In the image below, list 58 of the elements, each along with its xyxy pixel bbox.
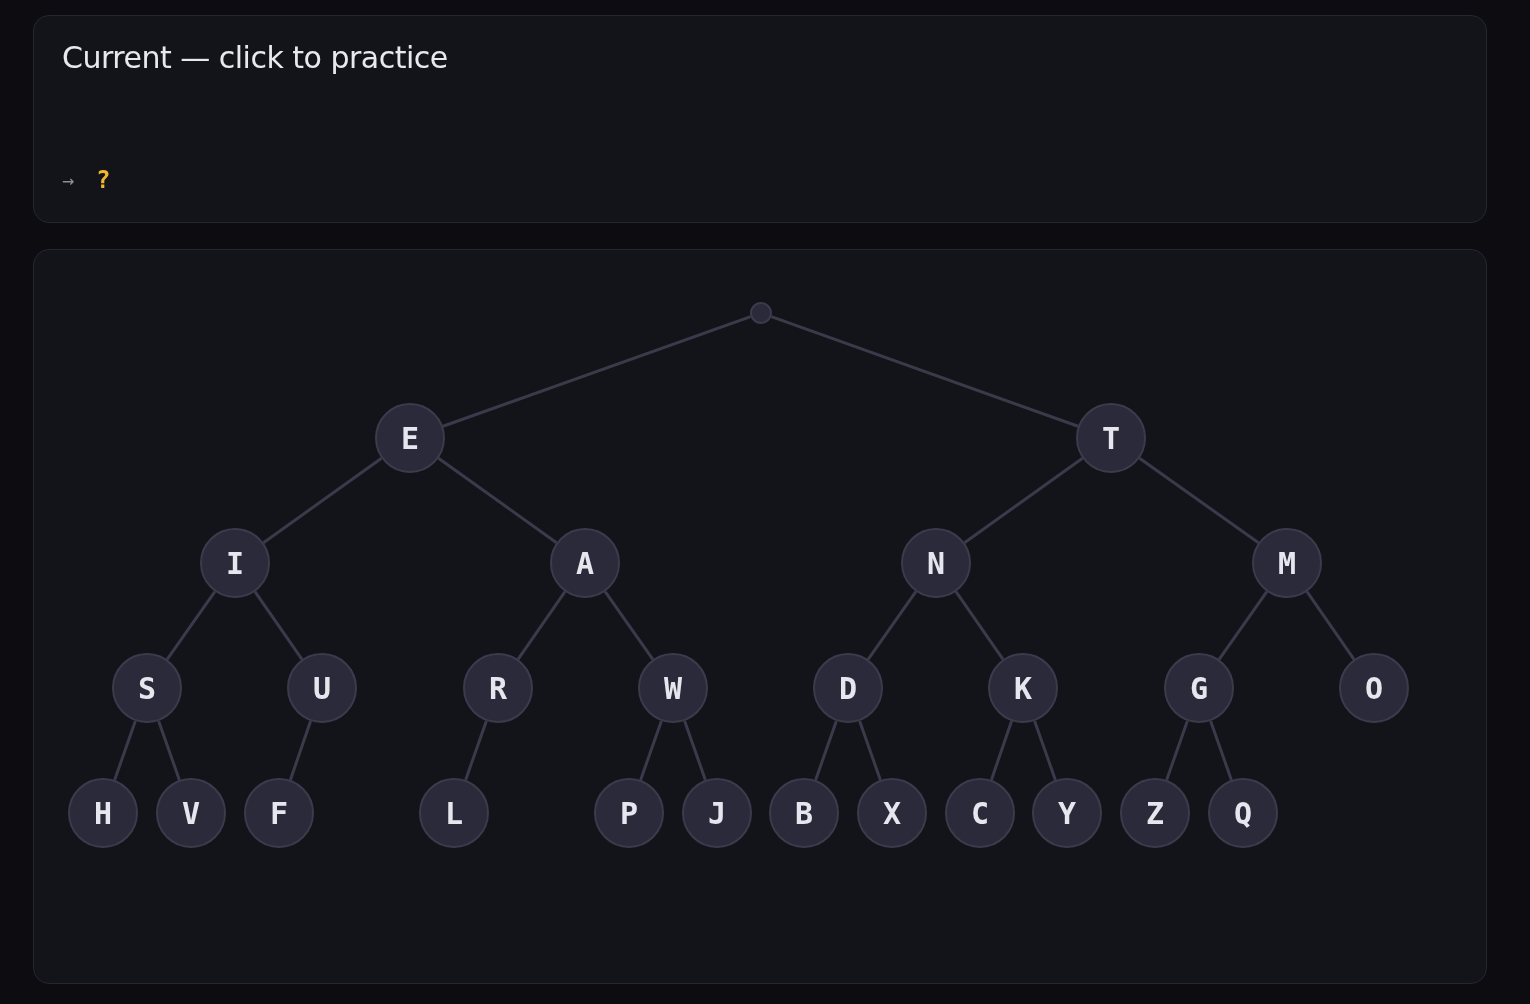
letter-node: U — [287, 653, 357, 723]
status-heading: Current — click to practice — [62, 40, 448, 75]
tree-branch — [603, 590, 655, 661]
letter-node: C — [945, 778, 1015, 848]
letter-node: Q — [1208, 778, 1278, 848]
letter-node: E — [375, 403, 445, 473]
tree-branch — [1209, 720, 1233, 781]
tree-branch — [157, 720, 181, 781]
letter-node: N — [901, 528, 971, 598]
status-card — [33, 15, 1487, 223]
letter-node: D — [813, 653, 883, 723]
letter-node: O — [1339, 653, 1409, 723]
letter-node: G — [1164, 653, 1234, 723]
tree-branch — [437, 457, 558, 544]
letter-node: Z — [1120, 778, 1190, 848]
tree-branch — [442, 315, 752, 428]
tree-branch — [262, 457, 383, 544]
tree-branch — [858, 720, 882, 781]
letter-node: F — [244, 778, 314, 848]
letter-node: M — [1252, 528, 1322, 598]
tree-branch — [866, 590, 918, 661]
tree-branch — [253, 590, 304, 661]
letter-node: S — [112, 653, 182, 723]
letter-node: P — [594, 778, 664, 848]
tree-branch — [113, 720, 137, 781]
tree-branch — [963, 457, 1084, 544]
letter-node: K — [988, 653, 1058, 723]
letter-node: L — [419, 778, 489, 848]
tree-branch — [1033, 720, 1057, 781]
panel — [33, 249, 1487, 984]
tree-branch — [770, 315, 1079, 428]
letter-node: W — [638, 653, 708, 723]
tree-branch — [989, 720, 1014, 781]
tree-branch — [1217, 590, 1269, 661]
letter-node: B — [769, 778, 839, 848]
tree-branch — [464, 720, 488, 781]
letter-node: R — [463, 653, 533, 723]
letter-node: J — [682, 778, 752, 848]
tree-branch — [683, 720, 707, 781]
letter-node: I — [200, 528, 270, 598]
tree-branch — [165, 590, 217, 661]
letter-node: V — [156, 778, 226, 848]
root-dot — [750, 302, 772, 324]
letter-node: T — [1076, 403, 1146, 473]
tree-branch — [288, 720, 313, 781]
arrow-symbol: → — [62, 168, 75, 192]
tree-branch — [639, 720, 663, 781]
letter-node: A — [550, 528, 620, 598]
tree-branch — [1138, 457, 1260, 544]
letter-node: H — [68, 778, 138, 848]
tree-branch — [516, 590, 567, 661]
tree-branch — [814, 720, 838, 781]
letter-node: X — [857, 778, 927, 848]
answer-text: ? — [96, 166, 111, 194]
tree-branch — [954, 590, 1005, 661]
tree-branch — [1165, 720, 1189, 781]
tree-branch — [1305, 590, 1356, 661]
letter-node: Y — [1032, 778, 1102, 848]
